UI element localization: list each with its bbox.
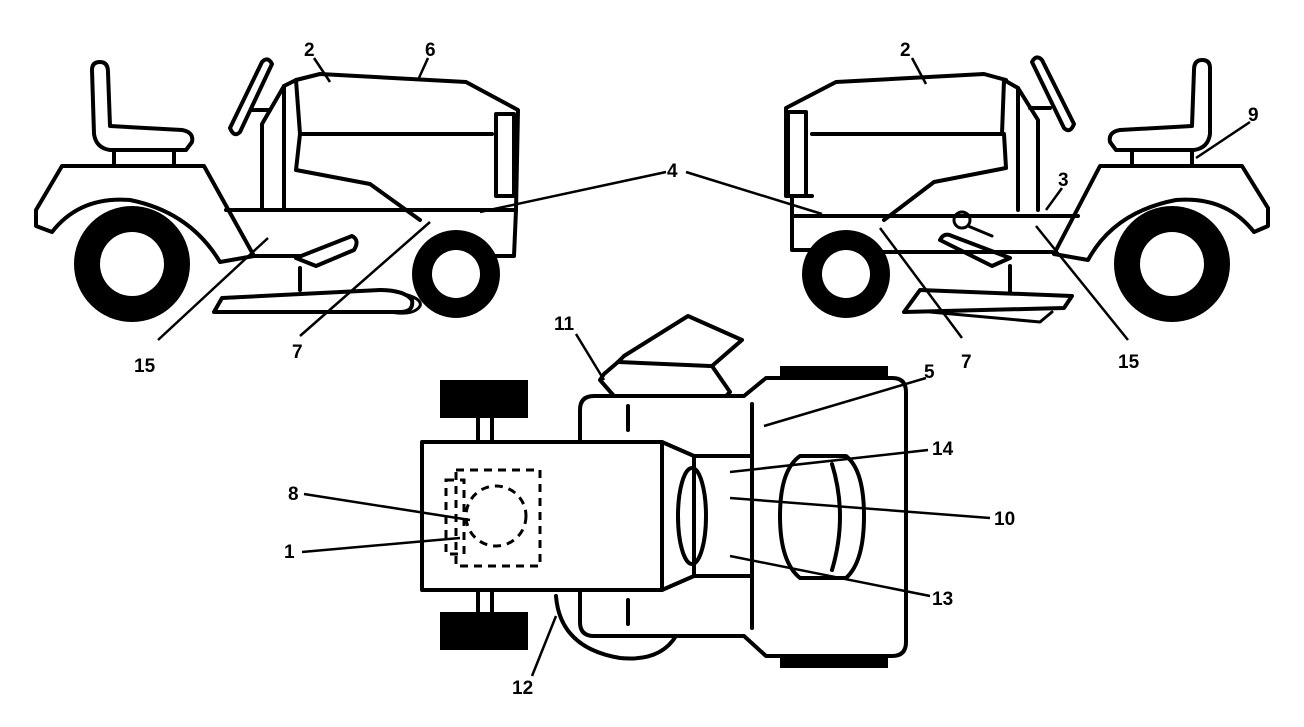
- seat-top: [778, 454, 866, 580]
- mower-deck: [212, 288, 415, 314]
- steering-wheel: [228, 57, 274, 137]
- callout-left-15: 15: [134, 356, 156, 377]
- engine-filter-outline: [464, 484, 528, 548]
- frame: [224, 208, 518, 258]
- callout-top-13: 13: [932, 589, 953, 610]
- callout-left-2: 2: [304, 40, 315, 61]
- rear-fender: [1052, 164, 1270, 262]
- callout-left-6: 6: [425, 40, 436, 61]
- seat: [1107, 58, 1212, 152]
- rear-fender: [34, 164, 256, 264]
- callout-top-5: 5: [924, 362, 935, 383]
- callout-top-8: 8: [288, 484, 299, 505]
- frame: [790, 194, 1080, 252]
- callout-top-11: 11: [554, 314, 575, 335]
- discharge-chute: [598, 314, 744, 398]
- callout-left-7: 7: [292, 342, 303, 363]
- seat-post: [1130, 148, 1194, 168]
- rear-wheel-top: [780, 366, 888, 378]
- callout-right-15: 15: [1118, 352, 1140, 373]
- callout-top-1: 1: [284, 542, 295, 563]
- callout-top-14: 14: [932, 439, 954, 460]
- callout-top-12: 12: [512, 678, 533, 699]
- mower-deck: [902, 288, 1074, 314]
- front-wheel-top: [440, 380, 528, 418]
- tractor-left-side-view: [34, 57, 520, 322]
- steering-wheel: [1030, 55, 1076, 133]
- callout-right-7: 7: [961, 352, 972, 373]
- callout-4: 4: [667, 161, 678, 182]
- tractor-right-side-view: [784, 55, 1270, 324]
- tractor-top-view: [420, 314, 908, 668]
- seat-post: [112, 148, 176, 168]
- seat: [90, 60, 195, 152]
- lift-lever-knob: [952, 210, 972, 230]
- chassis: [578, 376, 908, 658]
- bagger-bump: [554, 594, 678, 661]
- front-wheel-bottom: [440, 612, 528, 650]
- hood-top: [420, 440, 664, 592]
- callout-top-10: 10: [994, 509, 1015, 530]
- callout-right-2: 2: [900, 40, 911, 61]
- callout-right-3: 3: [1058, 170, 1069, 191]
- grille: [786, 110, 808, 198]
- hood: [294, 72, 520, 212]
- rear-wheel-bottom: [780, 656, 888, 668]
- callout-right-9: 9: [1248, 105, 1259, 126]
- callout-numbers: 2 6 4 15 7 2 9 3 7 15 11 5 14 8 10 1 13 …: [134, 40, 1259, 699]
- grille: [494, 112, 516, 198]
- leader-lines: [157, 57, 1251, 677]
